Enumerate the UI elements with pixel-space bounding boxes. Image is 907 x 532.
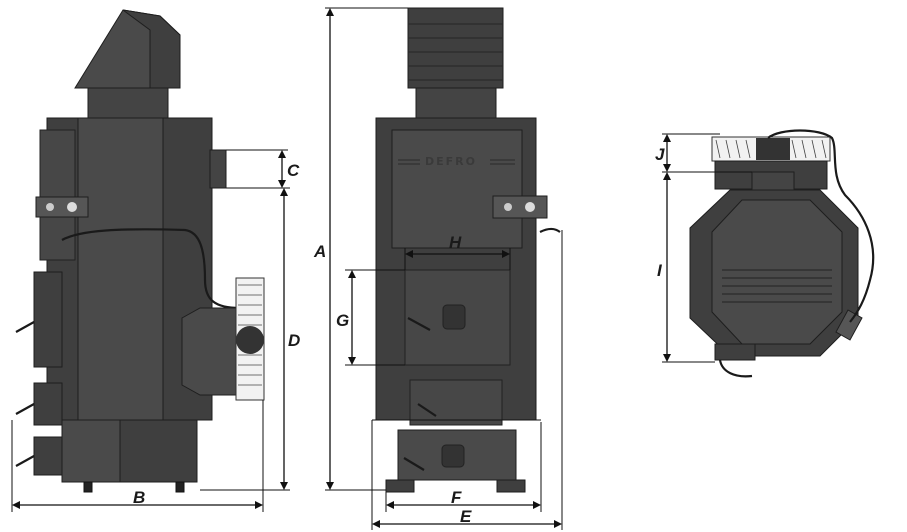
dimension-label-c: C xyxy=(287,161,300,180)
brand-logo: DEFRO xyxy=(425,155,477,168)
dimension-label-b: B xyxy=(133,488,145,507)
dimension-i: I xyxy=(657,171,715,363)
dimension-label-i: I xyxy=(657,261,663,280)
dimension-g: G xyxy=(336,269,405,366)
top-view xyxy=(689,129,875,378)
front-top-louver xyxy=(407,7,504,89)
side-fan-grill xyxy=(236,284,264,386)
dimension-f: F xyxy=(385,422,542,512)
dimension-label-f: F xyxy=(451,488,462,507)
dimension-label-j: J xyxy=(655,145,665,164)
dimension-c: C xyxy=(226,149,300,189)
side-view xyxy=(15,9,265,493)
side-outlet-pipe xyxy=(209,149,227,189)
dimension-label-a: A xyxy=(313,242,326,261)
dimension-h: H xyxy=(404,233,511,270)
dimension-label-e: E xyxy=(460,507,472,526)
front-chimney xyxy=(415,87,497,119)
side-fan-housing xyxy=(181,307,239,396)
dimension-e: E xyxy=(371,230,563,530)
front-controller xyxy=(492,195,548,219)
dimension-b: B xyxy=(11,400,264,512)
dimension-d: D xyxy=(200,187,300,491)
dimension-a: A xyxy=(313,7,408,491)
dimension-label-d: D xyxy=(288,331,300,350)
side-controller xyxy=(35,196,89,218)
dimension-label-g: G xyxy=(336,311,349,330)
side-chimney-pipe xyxy=(87,87,169,119)
dimension-label-h: H xyxy=(449,233,462,252)
side-door-middle xyxy=(33,382,63,426)
side-door-lower xyxy=(33,436,63,476)
front-middle-door xyxy=(409,379,503,426)
front-view: DEFRO xyxy=(375,7,561,493)
side-door-upper xyxy=(33,271,63,368)
